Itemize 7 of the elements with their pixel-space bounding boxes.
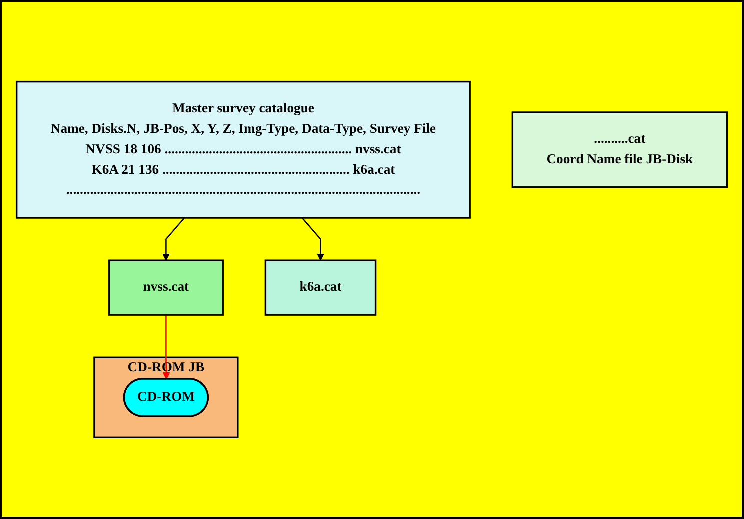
arrow — [302, 217, 324, 261]
node-box: k6a.cat — [264, 260, 377, 316]
node-box: nvss.cat — [108, 260, 224, 316]
node-box: ..........cat Coord Name file JB-Disk — [512, 111, 728, 188]
arrow — [162, 217, 186, 261]
node-box: Master survey catalogue Name, Disks.N, JB-Pos, X, Y, Z, Img-Type, Data-Type, Survey File NVSS 18 106 ....................................................... nvss.cat K6A 21 136 ....................................................... k6a.cat ........................................................................................................ — [16, 80, 471, 219]
arrow — [162, 314, 170, 380]
